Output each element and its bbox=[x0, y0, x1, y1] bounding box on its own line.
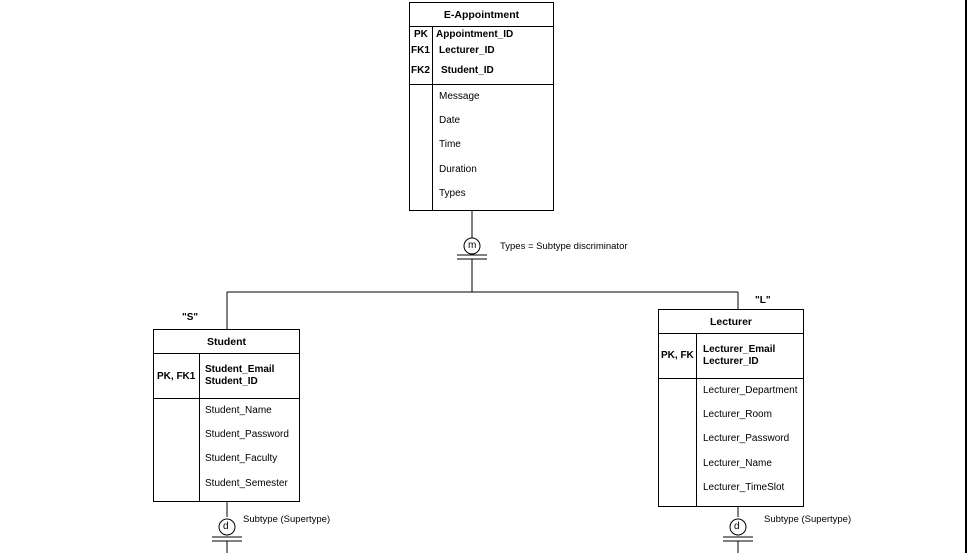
student-attribute-section: Student_Name Student_Password Student_Fa… bbox=[154, 399, 299, 501]
student-entity-title: Student bbox=[154, 330, 299, 354]
lecturer-attribute: Lecturer_Room bbox=[703, 409, 772, 420]
appointment-entity-title: E-Appointment bbox=[410, 3, 553, 27]
discriminator-symbol: m bbox=[468, 240, 477, 251]
appointment-key-field: Student_ID bbox=[441, 65, 494, 76]
lecturer-key-section: PK, FK Lecturer_Email Lecturer_ID bbox=[659, 334, 803, 379]
lecturer-entity[interactable]: Lecturer PK, FK Lecturer_Email Lecturer_… bbox=[658, 309, 804, 507]
appointment-key-field: Lecturer_ID bbox=[439, 45, 495, 56]
appointment-attribute: Time bbox=[439, 139, 461, 150]
appointment-attribute: Types bbox=[439, 188, 466, 199]
lecturer-attribute: Lecturer_TimeSlot bbox=[703, 482, 785, 493]
student-key-section: PK, FK1 Student_Email Student_ID bbox=[154, 354, 299, 399]
lecturer-attribute-section: Lecturer_Department Lecturer_Room Lectur… bbox=[659, 379, 803, 506]
lecturer-sub-note: Subtype (Supertype) bbox=[764, 514, 852, 525]
lecturer-attribute: Lecturer_Name bbox=[703, 458, 772, 469]
student-sub-note: Subtype (Supertype) bbox=[243, 514, 331, 525]
student-attribute: Student_Password bbox=[205, 429, 289, 440]
lecturer-key-field: Lecturer_ID bbox=[703, 356, 759, 367]
appointment-key-type: PK bbox=[414, 29, 428, 40]
lecturer-key-type: PK, FK bbox=[661, 350, 694, 361]
appointment-attribute: Message bbox=[439, 91, 480, 102]
appointment-key-type: FK1 bbox=[411, 45, 430, 56]
lecturer-attribute: Lecturer_Department bbox=[703, 385, 798, 396]
student-subtype-code: "S" bbox=[182, 312, 199, 323]
lecturer-sub-symbol: d bbox=[734, 521, 740, 532]
appointment-attribute-section: Message Date Time Duration Types bbox=[410, 85, 553, 210]
student-sub-symbol: d bbox=[223, 521, 229, 532]
appointment-entity[interactable]: E-Appointment PK Appointment_ID FK1 Lect… bbox=[409, 2, 554, 211]
discriminator-circle bbox=[463, 237, 481, 255]
appointment-attribute: Date bbox=[439, 115, 461, 126]
appointment-key-field: Appointment_ID bbox=[436, 29, 514, 40]
student-attribute: Student_Semester bbox=[205, 478, 288, 489]
student-entity[interactable]: Student PK, FK1 Student_Email Student_ID… bbox=[153, 329, 300, 502]
student-attribute: Student_Name bbox=[205, 405, 272, 416]
appointment-key-type: FK2 bbox=[411, 65, 430, 76]
lecturer-sub-circle bbox=[729, 518, 747, 536]
student-sub-circle bbox=[218, 518, 236, 536]
appointment-key-section: PK Appointment_ID FK1 Lecturer_ID FK2 St… bbox=[410, 27, 553, 85]
student-key-type: PK, FK1 bbox=[157, 371, 196, 382]
student-key-field: Student_Email bbox=[205, 364, 275, 375]
lecturer-entity-title: Lecturer bbox=[659, 310, 803, 334]
appointment-attribute: Duration bbox=[439, 164, 477, 175]
student-attribute: Student_Faculty bbox=[205, 453, 278, 464]
discriminator-note: Types = Subtype discriminator bbox=[500, 241, 628, 252]
student-key-field: Student_ID bbox=[205, 376, 258, 387]
lecturer-key-field: Lecturer_Email bbox=[703, 344, 776, 355]
lecturer-attribute: Lecturer_Password bbox=[703, 433, 790, 444]
lecturer-subtype-code: "L" bbox=[755, 295, 771, 306]
